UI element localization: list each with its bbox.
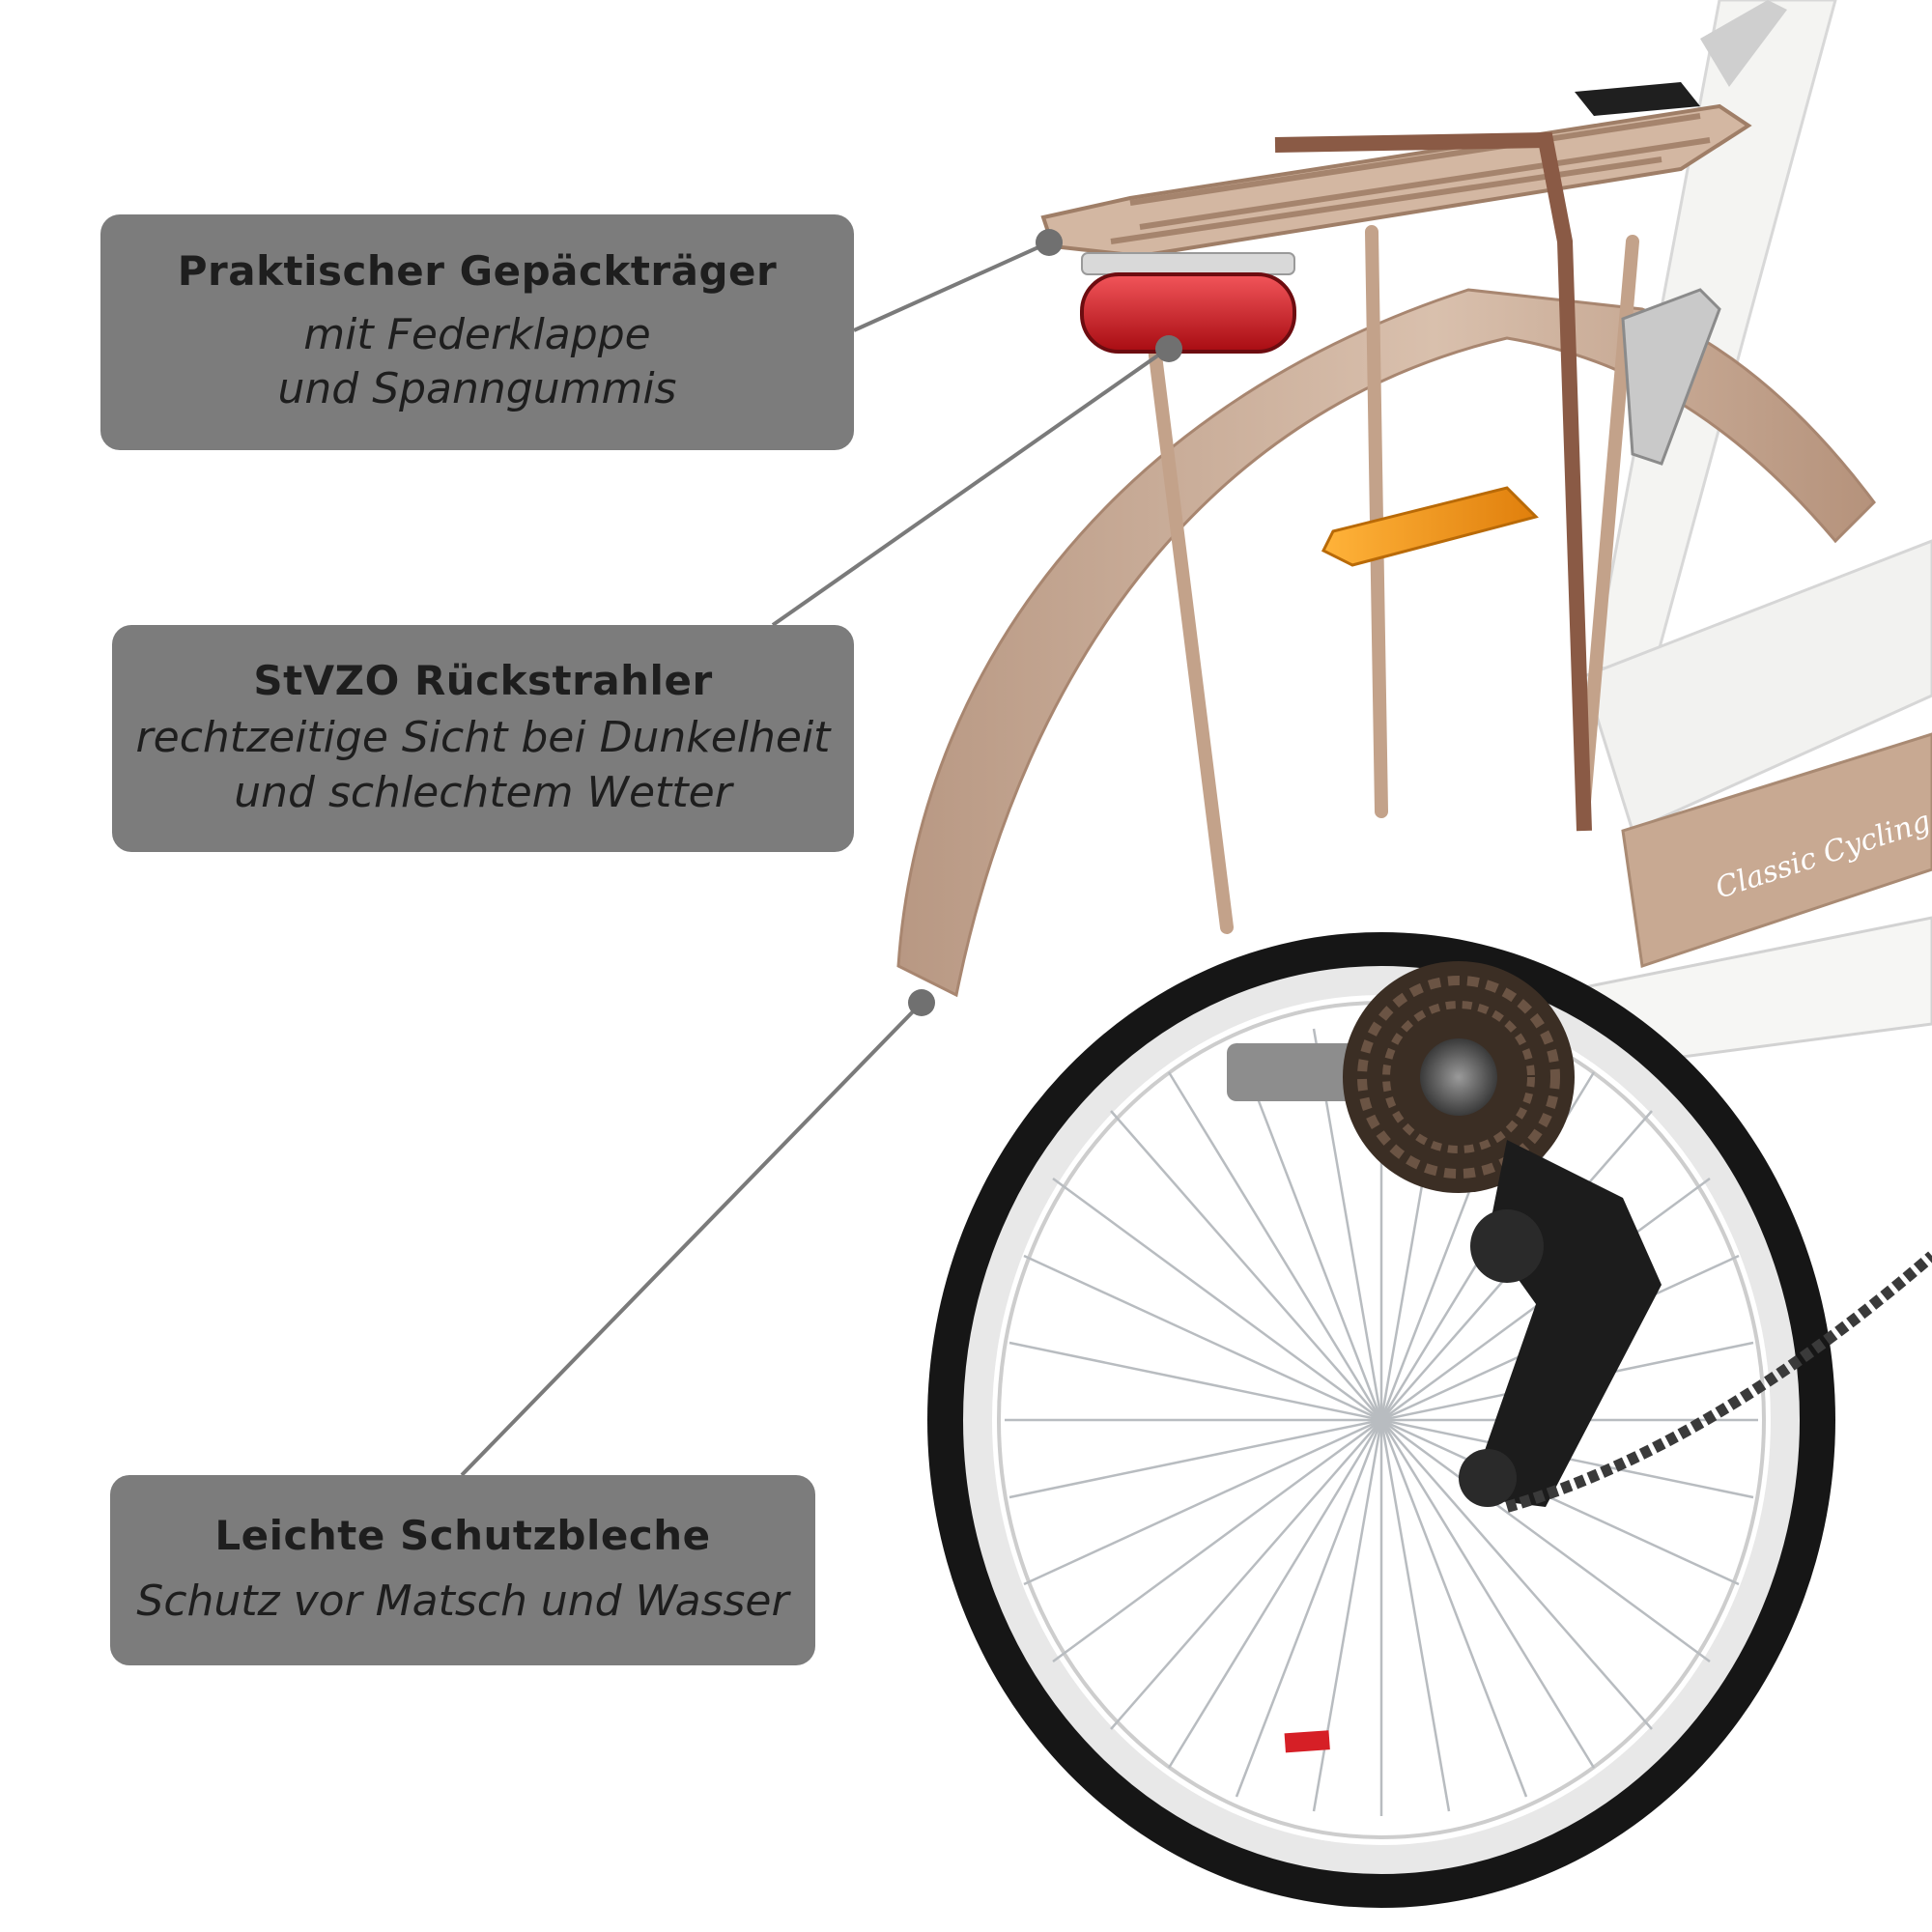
rim-sticker	[1284, 1730, 1330, 1753]
chain	[1505, 1251, 1932, 1513]
brake-caliper	[1621, 288, 1721, 466]
callout-fender: Leichte Schutzbleche Schutz vor Matsch u…	[110, 1475, 815, 1665]
rear-reflector	[1080, 252, 1296, 354]
spoke-reflector	[1321, 486, 1539, 567]
rear-hub	[1227, 961, 1575, 1193]
rear-fender	[896, 288, 1876, 998]
rear-derailleur	[1459, 1140, 1662, 1507]
marker-dot-fender	[908, 989, 935, 1016]
callout-connectors	[460, 241, 1171, 1477]
callout-reflector: StVZO Rückstrahler rechtzeitige Sicht be…	[112, 625, 854, 852]
callout-luggage-rack-title: Praktischer Gepäckträger	[177, 247, 778, 296]
callout-luggage-rack-subtitle: mit Federklappe und Spanngummis	[277, 309, 677, 414]
marker-dot-rack	[1036, 229, 1063, 256]
marker-dot-reflector	[1155, 335, 1182, 362]
callout-fender-title: Leichte Schutzbleche	[214, 1512, 711, 1560]
luggage-rack	[1040, 82, 1752, 259]
callout-reflector-title: StVZO Rückstrahler	[253, 656, 713, 704]
callout-reflector-subtitle: rechtzeitige Sicht bei Dunkelheit und sc…	[135, 713, 831, 817]
rack-strap	[1274, 131, 1592, 832]
callout-luggage-rack: Praktischer Gepäckträger mit Federklappe…	[100, 214, 854, 450]
callout-fender-subtitle: Schutz vor Matsch und Wasser	[136, 1576, 789, 1626]
